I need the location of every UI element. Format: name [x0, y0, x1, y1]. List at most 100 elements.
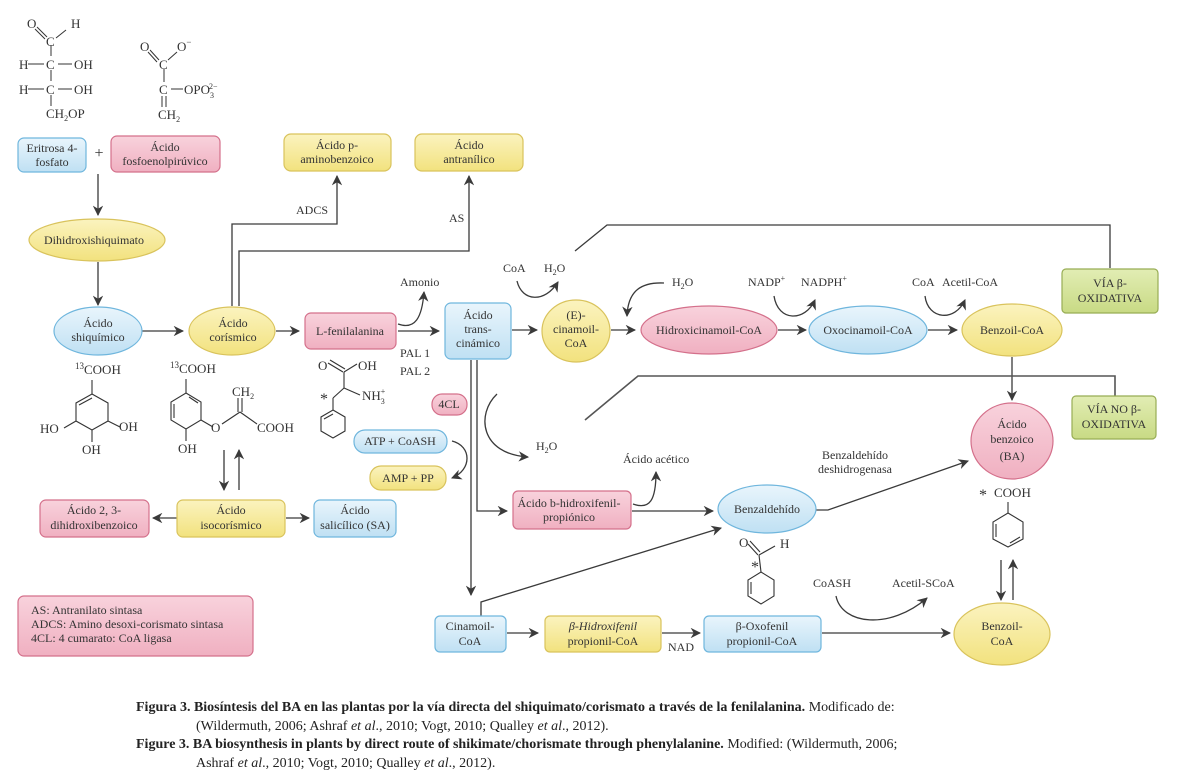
atom-h: H [71, 16, 80, 31]
node-label: trans- [464, 322, 491, 336]
legend-item: 4CL: 4 cumarato: CoA ligasa [31, 631, 172, 645]
label-13cooh: 13COOH [75, 361, 121, 377]
label-h2o: H2O [672, 275, 694, 291]
node-acido-benzoico-ba[interactable]: Ácido benzoico (BA) [970, 402, 1054, 480]
node-acido-salicilico-sa[interactable]: Ácido salicílico (SA) [313, 499, 397, 538]
label-coa: CoA [912, 275, 935, 289]
label-nadph: NADPH+ [801, 274, 847, 289]
node-acido-shiquimico[interactable]: Ácido shiquímico [53, 306, 143, 356]
node-acido-trans-cinamico[interactable]: Ácido trans- cinámico [444, 302, 512, 360]
caption-en-line1: Figure 3. BA biosynthesis in plants by d… [136, 737, 898, 752]
figure-caption-en: Figure 3. BA biosynthesis in plants by d… [136, 736, 897, 773]
node-acido-isocorismico[interactable]: Ácido isocorísmico [176, 499, 286, 538]
structure-erythrose: O H C H C OH H C OH CH2OP [19, 16, 93, 123]
node-benzoil-coa-top[interactable]: Benzoil-CoA [961, 303, 1063, 357]
node-label: Ácido [997, 417, 1026, 431]
label-coash: CoASH [813, 576, 851, 590]
arrow-cinamoilcoa-benzaldehido [480, 525, 722, 616]
node-label: aminobenzoico [300, 152, 373, 166]
node-acido-p-aminobenzoico[interactable]: Ácido p- aminobenzoico [283, 133, 392, 172]
figure-caption-es: Figura 3. Biosíntesis del BA en las plan… [136, 699, 895, 736]
label-benzaldehido-deshidrogenasa: Benzaldehído [822, 448, 888, 462]
node-oxocinamoil-coa[interactable]: Oxocinamoil-CoA [808, 305, 928, 355]
plus-sign: + [94, 145, 103, 162]
node-amp-pp[interactable]: AMP + PP [369, 465, 447, 491]
group-nh3: NH3+ [362, 387, 386, 406]
atom-c: C [46, 57, 55, 72]
atom-h: H [19, 57, 28, 72]
group-oh: OH [82, 442, 101, 457]
node-atp-coash[interactable]: ATP + CoASH [353, 429, 448, 454]
node-label: antranílico [443, 152, 494, 166]
arrow-coa-acetilcoa [924, 295, 966, 316]
node-label: 4CL [438, 397, 459, 411]
node-beta-oxofenil-propionil-coa[interactable]: β-Oxofenil propionil-CoA [703, 615, 822, 653]
node-label: fosfoenolpirúvico [122, 154, 207, 168]
node-label: Ácido [83, 316, 112, 330]
node-l-fenilalanina[interactable]: L-fenilalanina [304, 312, 397, 350]
node-e-cinamoil-coa[interactable]: (E)- cinamoil- CoA [541, 299, 611, 363]
arrow-corismico-antranilico [238, 174, 475, 306]
node-label: Eritrosa 4- [27, 141, 78, 155]
node-beta-hidroxifenil-propionil-coa[interactable]: β-Hidroxifenil propionil-CoA [544, 615, 662, 653]
arrow-nadp-nadph [773, 295, 816, 317]
structure-benzaldehyde: O H * [739, 535, 789, 605]
atom-h: H [780, 536, 789, 551]
node-label: Ácido [454, 138, 483, 152]
atom-o: O [318, 358, 327, 373]
node-acido-corismico[interactable]: Ácido corísmico [188, 306, 276, 356]
node-label: Benzoil-CoA [980, 323, 1044, 337]
node-dihidroxishiquimato[interactable]: Dihidroxishiquimato [28, 218, 166, 262]
label-acetil-coa: Acetil-CoA [942, 275, 998, 289]
node-acido-antranilico[interactable]: Ácido antranílico [414, 133, 524, 172]
node-label: propionil-CoA [727, 634, 798, 648]
label-star: * [751, 559, 759, 576]
arrow-acido-acetico [632, 470, 662, 507]
node-4cl[interactable]: 4CL [431, 393, 468, 416]
caption-en-line2: Ashraf et al., 2010; Vogt, 2010; Qualley… [196, 755, 496, 771]
node-label: CoA [565, 336, 588, 350]
label-coa: CoA [503, 261, 526, 275]
caption-es-line2: (Wildermuth, 2006; Ashraf et al., 2010; … [196, 718, 609, 734]
atom-c: C [46, 82, 55, 97]
node-label: Benzaldehído [734, 502, 800, 516]
node-acido-b-hidroxifenil-propionico[interactable]: Ácido b-hidroxifenil- propiónico [512, 490, 632, 530]
node-label: cinamoil- [553, 322, 599, 336]
group-ch2op: CH2OP [46, 106, 85, 123]
arrow-corismico-paminobenzoico [231, 174, 343, 306]
node-label: AMP + PP [382, 471, 434, 485]
group-oh: OH [119, 419, 138, 434]
legend-item: AS: Antranilato sintasa [31, 603, 143, 617]
structure-pep: O O− C C OPO32− CH2 [140, 37, 218, 124]
label-star: * [320, 391, 328, 408]
label-as: AS [449, 211, 464, 225]
structure-phenylalanine: O OH * NH3+ [318, 358, 386, 439]
node-acido-2-3-dihidroxibenzoico[interactable]: Ácido 2, 3- dihidroxibenzoico [39, 499, 150, 538]
node-label: dihidroxibenzoico [50, 518, 137, 532]
node-cinamoil-coa-low[interactable]: Cinamoil- CoA [434, 615, 507, 653]
node-hidroxicinamoil-coa[interactable]: Hidroxicinamoil-CoA [640, 305, 778, 355]
node-eritrosa-4-fosfato[interactable]: Eritrosa 4- fosfato [17, 137, 87, 173]
node-benzaldehido[interactable]: Benzaldehído [717, 484, 817, 534]
node-via-no-beta-oxidativa[interactable]: VÍA NO β- OXIDATIVA [1071, 395, 1157, 440]
node-label: Ácido b-hidroxifenil- [518, 496, 621, 510]
node-benzoil-coa-low[interactable]: Benzoil- CoA [953, 602, 1051, 666]
node-label: Ácido [340, 503, 369, 517]
node-label: CoA [991, 634, 1014, 648]
arrow-h2o-out [484, 393, 530, 462]
structure-benzoic: * COOH [979, 485, 1031, 548]
atom-o: O [211, 420, 220, 435]
bracket-beta-oxidativa [574, 224, 1111, 268]
node-label: Oxocinamoil-CoA [823, 323, 913, 337]
arrow-atp-amp [451, 440, 468, 480]
caption-es-line1: Figura 3. Biosíntesis del BA en las plan… [136, 700, 895, 715]
label-amonio: Amonio [400, 275, 439, 289]
node-label: fosfato [35, 155, 68, 169]
node-label: Dihidroxishiquimato [44, 233, 144, 247]
atom-o: O [27, 16, 36, 31]
node-label: (BA) [1000, 449, 1025, 463]
node-acido-fosfoenolpiruvico[interactable]: Ácido fosfoenolpirúvico [110, 135, 221, 173]
node-label: Ácido [218, 316, 247, 330]
node-via-beta-oxidativa[interactable]: VÍA β- OXIDATIVA [1061, 268, 1159, 314]
